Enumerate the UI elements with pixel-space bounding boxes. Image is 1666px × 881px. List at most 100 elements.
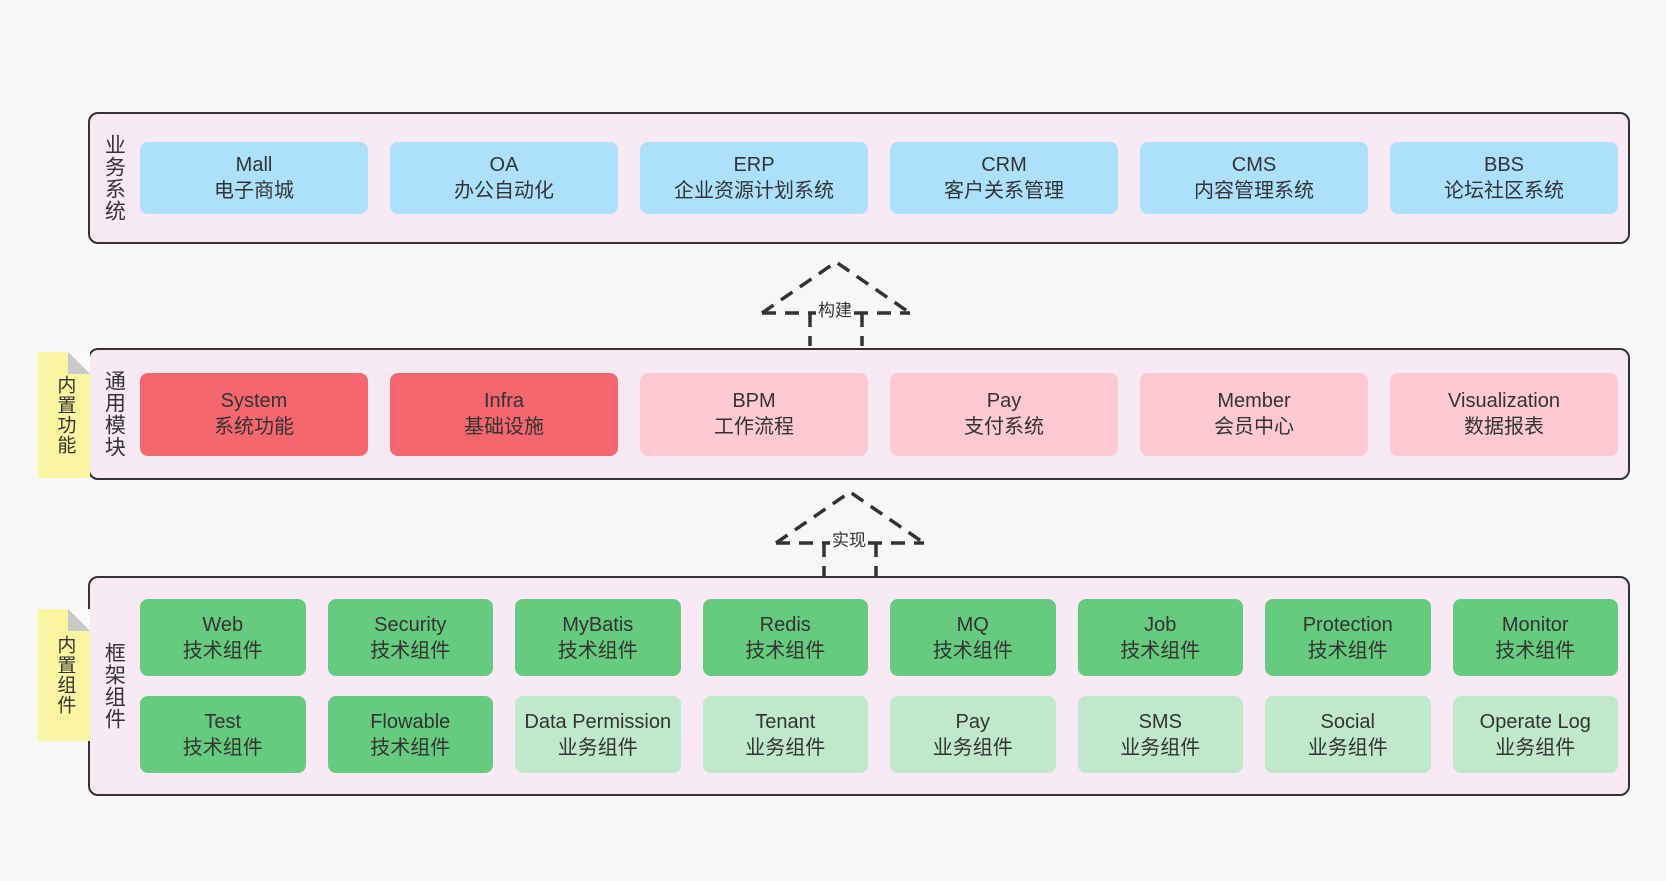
layer-common-modules: 通用模块 System 系统功能 Infra 基础设施 BPM 工作流程 Pay… <box>88 348 1630 480</box>
generalization-arrow-build: 构建 <box>756 258 916 346</box>
card-title: CMS <box>1231 154 1277 176</box>
card-title: Job <box>1144 613 1177 636</box>
card-social[interactable]: Social 业务组件 <box>1265 696 1431 773</box>
card-title: Operate Log <box>1479 710 1591 733</box>
card-oa[interactable]: OA 办公自动化 <box>390 142 618 214</box>
card-erp[interactable]: ERP 企业资源计划系统 <box>640 142 868 214</box>
note-builtin-component: 内置组件 <box>38 609 90 741</box>
card-subtitle: 办公自动化 <box>454 180 554 202</box>
card-visualization[interactable]: Visualization 数据报表 <box>1390 372 1618 456</box>
card-title: Test <box>204 710 242 733</box>
card-subtitle: 电子商城 <box>214 180 294 202</box>
card-cms[interactable]: CMS 内容管理系统 <box>1140 142 1368 214</box>
card-title: Data Permission <box>524 710 672 733</box>
card-subtitle: 技术组件 <box>557 639 638 662</box>
card-subtitle: 技术组件 <box>1120 639 1201 662</box>
card-crm[interactable]: CRM 客户关系管理 <box>890 142 1118 214</box>
card-subtitle: 技术组件 <box>370 736 451 759</box>
card-subtitle: 技术组件 <box>932 639 1013 662</box>
layer-body-common-modules: System 系统功能 Infra 基础设施 BPM 工作流程 Pay 支付系统… <box>136 350 1628 478</box>
card-title: Redis <box>759 613 811 636</box>
card-row: Mall 电子商城 OA 办公自动化 ERP 企业资源计划系统 CRM 客户关系… <box>140 142 1618 214</box>
card-mq[interactable]: MQ 技术组件 <box>890 599 1056 676</box>
card-subtitle: 论坛社区系统 <box>1444 180 1564 202</box>
card-title: ERP <box>733 154 775 176</box>
card-data-permission[interactable]: Data Permission 业务组件 <box>515 696 681 773</box>
card-job[interactable]: Job 技术组件 <box>1077 599 1243 676</box>
generalization-arrow-implement: 实现 <box>770 488 930 576</box>
card-title: BBS <box>1483 154 1525 176</box>
card-subtitle: 业务组件 <box>1120 736 1201 759</box>
card-system[interactable]: System 系统功能 <box>140 372 368 456</box>
card-operate-log[interactable]: Operate Log 业务组件 <box>1452 696 1618 773</box>
card-subtitle: 业务组件 <box>557 736 638 759</box>
card-subtitle: 内容管理系统 <box>1194 180 1314 202</box>
layer-label-business-systems: 业务系统 <box>102 134 126 222</box>
layer-body-business-systems: Mall 电子商城 OA 办公自动化 ERP 企业资源计划系统 CRM 客户关系… <box>136 114 1628 242</box>
card-mybatis[interactable]: MyBatis 技术组件 <box>515 599 681 676</box>
card-bbs[interactable]: BBS 论坛社区系统 <box>1390 142 1618 214</box>
card-infra[interactable]: Infra 基础设施 <box>390 372 618 456</box>
card-flowable[interactable]: Flowable 技术组件 <box>327 696 493 773</box>
card-member[interactable]: Member 会员中心 <box>1140 372 1368 456</box>
card-pay-business[interactable]: Pay 业务组件 <box>890 696 1056 773</box>
card-title: Tenant <box>755 710 816 733</box>
card-subtitle: 基础设施 <box>464 416 544 438</box>
card-title: Protection <box>1302 613 1393 636</box>
arrow-label-build: 构建 <box>816 296 854 321</box>
card-pay[interactable]: Pay 支付系统 <box>890 372 1118 456</box>
card-test[interactable]: Test 技术组件 <box>140 696 306 773</box>
card-title: Infra <box>483 390 525 412</box>
arrow-label-implement: 实现 <box>830 526 868 551</box>
layer-body-framework-components: Web 技术组件 Security 技术组件 MyBatis 技术组件 Redi… <box>136 578 1628 794</box>
card-security[interactable]: Security 技术组件 <box>327 599 493 676</box>
card-sms[interactable]: SMS 业务组件 <box>1077 696 1243 773</box>
card-protection[interactable]: Protection 技术组件 <box>1265 599 1431 676</box>
card-subtitle: 客户关系管理 <box>944 180 1064 202</box>
card-title: Flowable <box>370 710 451 733</box>
card-subtitle: 业务组件 <box>1307 736 1388 759</box>
card-title: System <box>220 390 288 412</box>
card-redis[interactable]: Redis 技术组件 <box>702 599 868 676</box>
card-row: Web 技术组件 Security 技术组件 MyBatis 技术组件 Redi… <box>140 599 1618 676</box>
card-bpm[interactable]: BPM 工作流程 <box>640 372 868 456</box>
layer-business-systems: 业务系统 Mall 电子商城 OA 办公自动化 ERP 企业资源计划系统 CRM… <box>88 112 1630 244</box>
card-subtitle: 数据报表 <box>1464 416 1544 438</box>
card-subtitle: 系统功能 <box>214 416 294 438</box>
card-mall[interactable]: Mall 电子商城 <box>140 142 368 214</box>
layer-framework-components: 框架组件 Web 技术组件 Security 技术组件 MyBatis 技术组件… <box>88 576 1630 796</box>
card-title: Web <box>202 613 244 636</box>
card-title: Social <box>1320 710 1375 733</box>
card-subtitle: 技术组件 <box>1307 639 1388 662</box>
card-subtitle: 工作流程 <box>714 416 794 438</box>
card-title: Security <box>374 613 447 636</box>
card-title: Pay <box>955 710 990 733</box>
card-subtitle: 业务组件 <box>1495 736 1576 759</box>
card-subtitle: 会员中心 <box>1214 416 1294 438</box>
card-subtitle: 支付系统 <box>964 416 1044 438</box>
card-title: OA <box>489 154 519 176</box>
note-builtin-function: 内置功能 <box>38 352 90 478</box>
card-subtitle: 企业资源计划系统 <box>674 180 834 202</box>
card-title: Visualization <box>1448 390 1560 412</box>
card-subtitle: 技术组件 <box>745 639 826 662</box>
card-subtitle: 技术组件 <box>1495 639 1576 662</box>
card-title: CRM <box>981 154 1027 176</box>
card-web[interactable]: Web 技术组件 <box>140 599 306 676</box>
card-subtitle: 技术组件 <box>182 639 263 662</box>
card-subtitle: 技术组件 <box>182 736 263 759</box>
card-title: Pay <box>986 390 1022 412</box>
card-row: Test 技术组件 Flowable 技术组件 Data Permission … <box>140 696 1618 773</box>
card-title: BPM <box>732 390 776 412</box>
card-title: MQ <box>956 613 989 636</box>
card-title: SMS <box>1138 710 1182 733</box>
card-subtitle: 技术组件 <box>370 639 451 662</box>
card-title: Monitor <box>1501 613 1569 636</box>
layer-label-common-modules: 通用模块 <box>102 370 126 458</box>
card-monitor[interactable]: Monitor 技术组件 <box>1452 599 1618 676</box>
card-tenant[interactable]: Tenant 业务组件 <box>702 696 868 773</box>
card-title: MyBatis <box>562 613 634 636</box>
card-subtitle: 业务组件 <box>932 736 1013 759</box>
card-row: System 系统功能 Infra 基础设施 BPM 工作流程 Pay 支付系统… <box>140 372 1618 456</box>
